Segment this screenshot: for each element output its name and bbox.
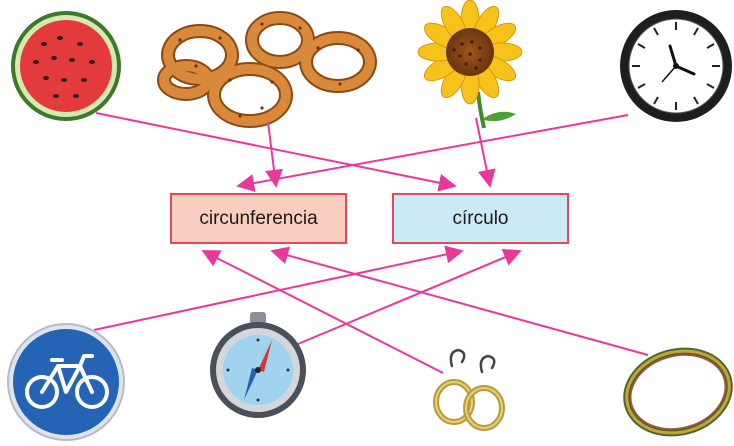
arrow-earrings-to-circunferencia (201, 250, 444, 374)
arrow-donuts-to-circunferencia (265, 121, 283, 188)
arrow-clock-to-circunferencia (236, 114, 629, 192)
arrow-compass-to-circulo (297, 248, 522, 345)
watermelon-icon (11, 11, 121, 121)
arrow-hoop-to-circunferencia (270, 246, 649, 356)
donut-rings-icon (157, 11, 377, 128)
sunflower-icon (417, 0, 523, 129)
circunferencia-label: circunferencia (199, 207, 318, 229)
circulo-box: círculo (392, 193, 569, 244)
arrow-bike-to-circulo (93, 245, 464, 331)
compass-icon (210, 312, 306, 418)
earrings-icon (433, 348, 505, 431)
arrow-sunflower-to-circulo (475, 117, 496, 188)
connector-arrows (93, 112, 649, 374)
hoop-ring-icon (623, 347, 733, 437)
clock-icon (620, 10, 732, 122)
arrow-watermelon-to-circulo (95, 112, 457, 192)
circulo-label: círculo (452, 207, 509, 229)
bicycle-sign-icon (7, 323, 125, 441)
circunferencia-box: circunferencia (170, 193, 347, 244)
